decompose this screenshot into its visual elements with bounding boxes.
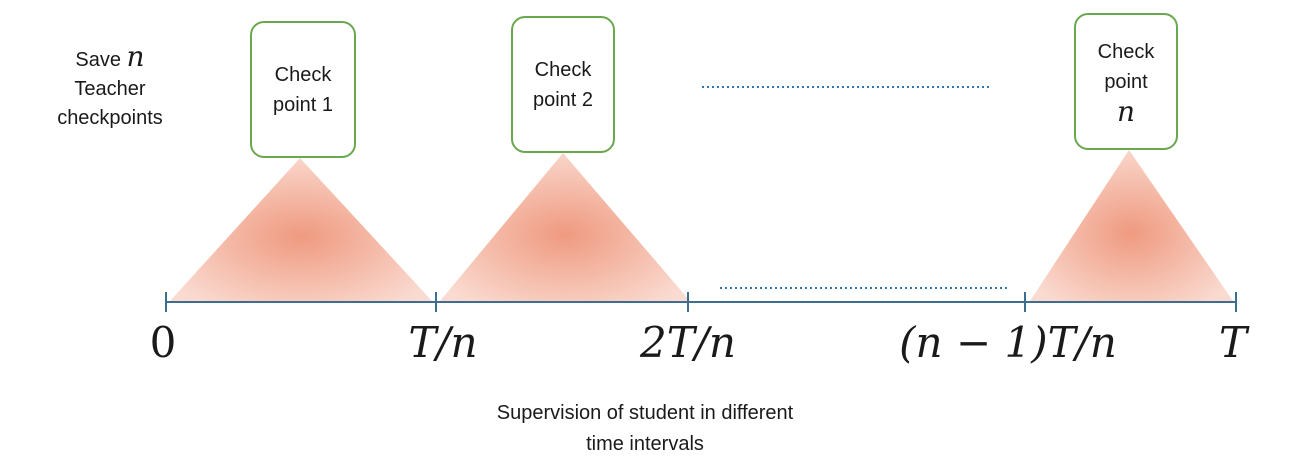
checkpoint-box-2: Check point 2 xyxy=(511,16,615,153)
diagram-caption: Supervision of student in different time… xyxy=(440,398,850,460)
tick-label-2t-over-n: 2T/n xyxy=(640,318,736,367)
teacher-word: Teacher xyxy=(74,78,146,100)
checkpoint-n-line2: point xyxy=(1104,70,1148,93)
tick-label-t: T xyxy=(1218,318,1248,367)
tick-label-n-minus-1-t-over-n: (n − 1)T/n xyxy=(899,318,1117,367)
teacher-checkpoints-label: Save n Teacher checkpoints xyxy=(30,42,190,133)
checkpoint-1-line1: Check xyxy=(274,63,332,86)
tick-label-t-over-n: T/n xyxy=(408,318,478,367)
supervision-triangle-2 xyxy=(440,153,690,301)
caption-line2: time intervals xyxy=(586,433,704,455)
caption-line1: Supervision of student in different xyxy=(496,402,794,424)
checkpoint-box-1: Check point 1 xyxy=(250,21,356,158)
supervision-triangle-1 xyxy=(170,158,432,301)
supervision-triangle-n xyxy=(1030,150,1233,301)
checkpoint-2-line2: point 2 xyxy=(532,88,594,111)
save-count-variable: n xyxy=(126,40,145,73)
checkpoint-2-line1: Check xyxy=(534,58,592,81)
checkpoint-n-variable: n xyxy=(1116,94,1136,128)
checkpoint-1-line2: point 1 xyxy=(272,93,334,116)
save-word: Save xyxy=(75,49,121,71)
tick-label-0: 0 xyxy=(149,318,177,367)
checkpoint-n-line1: Check xyxy=(1097,40,1155,63)
checkpoint-box-n: Check point n xyxy=(1074,13,1178,150)
checkpoints-word: checkpoints xyxy=(57,107,163,129)
